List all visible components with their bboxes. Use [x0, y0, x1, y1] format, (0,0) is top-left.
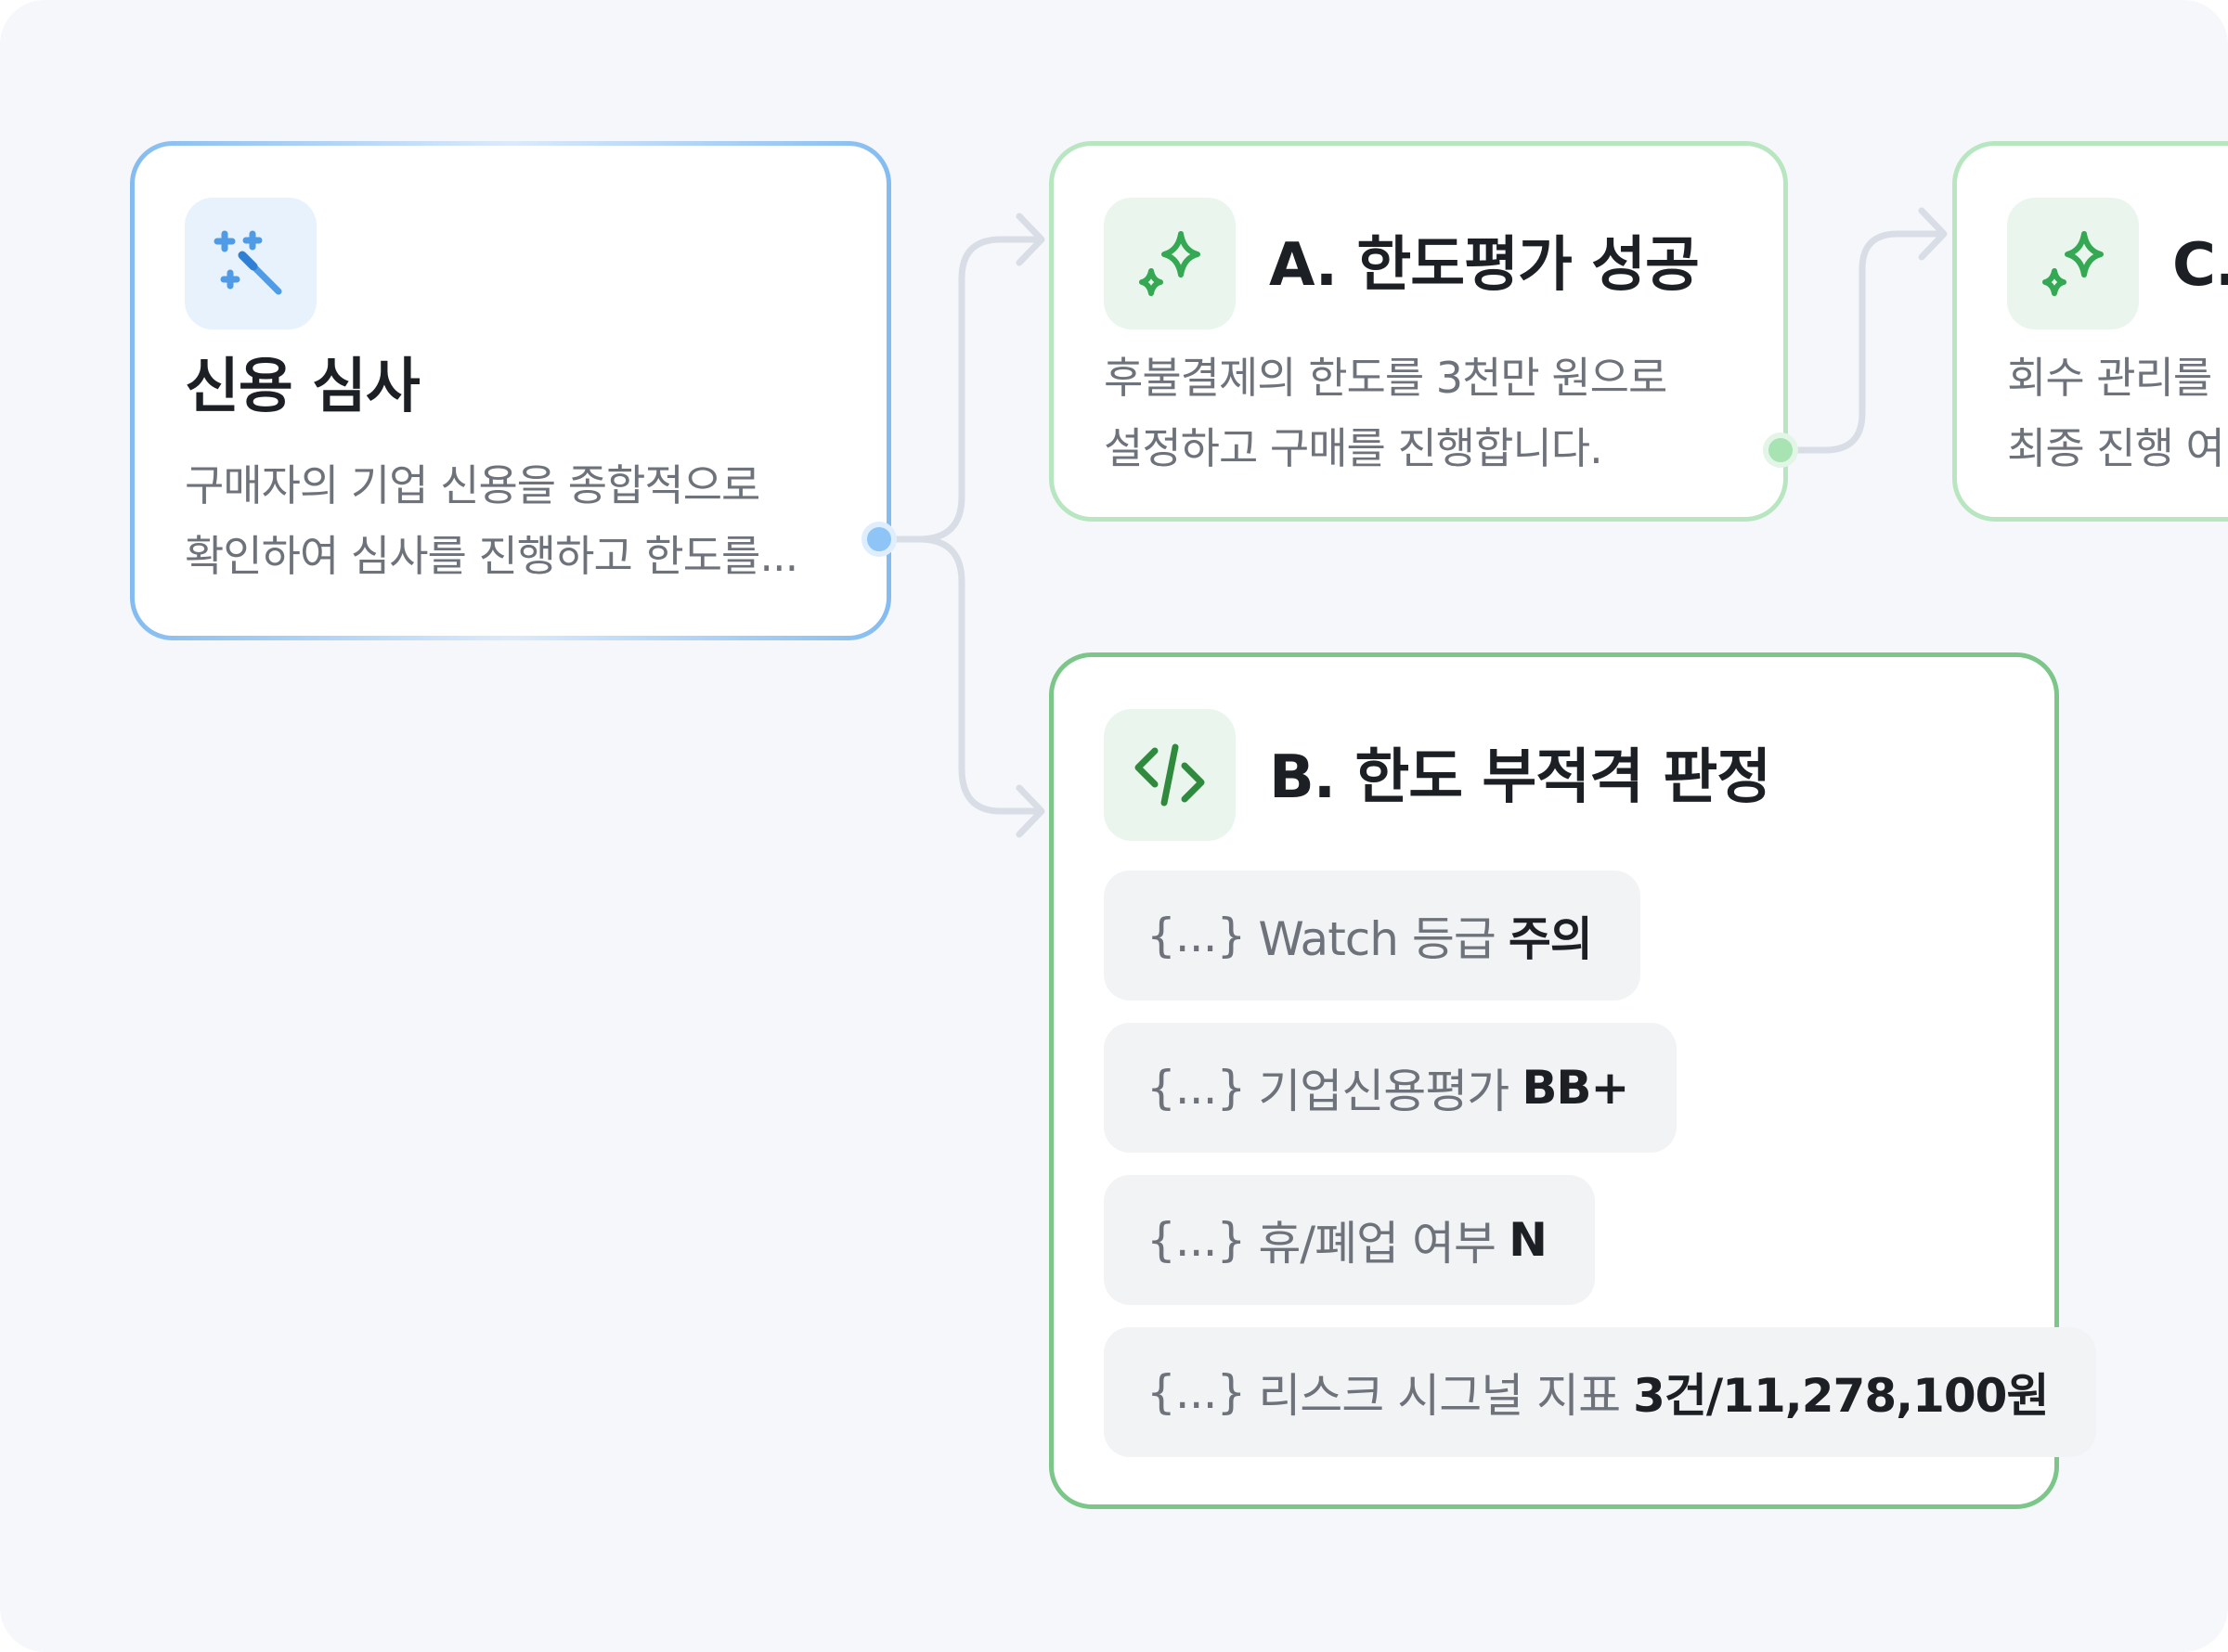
variable-label: Watch 등급: [1258, 912, 1496, 966]
node-title: 신용 심사: [185, 353, 421, 421]
variable-chip[interactable]: {...} 휴/폐업 여부 N: [1104, 1175, 1595, 1305]
connector-a-to-c: [1777, 230, 1946, 454]
desc-line: 후불결제의 한도를 3천만 원으로: [1104, 353, 1667, 403]
variable-chip[interactable]: {...} 기업신용평가 BB+: [1104, 1023, 1677, 1153]
variable-brace: {...}: [1146, 909, 1246, 962]
desc-line: 설정하고 구매를 진행합니다.: [1104, 423, 1603, 473]
variable-brace: {...}: [1146, 1213, 1246, 1267]
node-limit-success[interactable]: A. 한도평가 성공 후불결제의 한도를 3천만 원으로 설정하고 구매를 진행…: [1049, 141, 1788, 522]
variable-chip[interactable]: {...} 리스크 시그널 지표 3건/11,278,100원: [1104, 1327, 2097, 1457]
node-description: 후불결제의 한도를 3천만 원으로 설정하고 구매를 진행합니다.: [1104, 342, 1754, 484]
variable-value: 3건/11,278,100원: [1633, 1369, 2049, 1423]
desc-line: 최종 진행 여: [2007, 423, 2225, 473]
variable-label: 휴/폐업 여부: [1258, 1217, 1496, 1271]
connector-credit-to-b: [915, 536, 1043, 815]
variable-label: 리스크 시그널 지표: [1258, 1369, 1621, 1423]
node-description: 구매자의 기업 신용을 종합적으로 확인하여 심사를 진행하고 한도를...: [185, 450, 853, 591]
arrowhead-b: [1016, 784, 1045, 838]
node-title: C.: [2172, 231, 2228, 300]
node-title: B. 한도 부적격 판정: [1269, 743, 1771, 812]
output-port[interactable]: [861, 522, 897, 557]
node-description: 회수 관리를 최종 진행 여: [2007, 342, 2228, 484]
variable-value: 주의: [1508, 912, 1593, 966]
variable-list: {...} Watch 등급 주의 {...} 기업신용평가 BB+ {...}…: [1104, 871, 2097, 1479]
arrowhead-a: [1016, 213, 1045, 266]
arrowhead-c: [1918, 207, 1948, 261]
variable-brace: {...}: [1146, 1061, 1246, 1115]
variable-chip[interactable]: {...} Watch 등급 주의: [1104, 871, 1640, 1000]
desc-line: 확인하여 심사를 진행하고 한도를...: [185, 531, 798, 581]
magic-wand-icon: [185, 198, 317, 329]
variable-brace: {...}: [1146, 1365, 1246, 1419]
sparkle-icon: [1104, 198, 1236, 329]
sparkle-icon: [2007, 198, 2139, 329]
output-port[interactable]: [1763, 432, 1798, 468]
desc-line: 구매자의 기업 신용을 종합적으로: [185, 460, 760, 510]
node-limit-ineligible[interactable]: B. 한도 부적격 판정 {...} Watch 등급 주의 {...} 기업신…: [1049, 652, 2097, 1509]
node-next-step-c[interactable]: C. 회수 관리를 최종 진행 여: [1952, 141, 2228, 522]
variable-value: N: [1509, 1213, 1548, 1267]
desc-line: 회수 관리를: [2007, 353, 2212, 403]
node-title: A. 한도평가 성공: [1269, 231, 1700, 300]
connector-credit-to-a: [875, 236, 1043, 543]
variable-label: 기업신용평가: [1258, 1065, 1509, 1118]
variable-value: BB+: [1522, 1061, 1629, 1115]
code-icon: [1104, 709, 1236, 841]
node-credit-review[interactable]: 신용 심사 구매자의 기업 신용을 종합적으로 확인하여 심사를 진행하고 한도…: [130, 141, 891, 640]
